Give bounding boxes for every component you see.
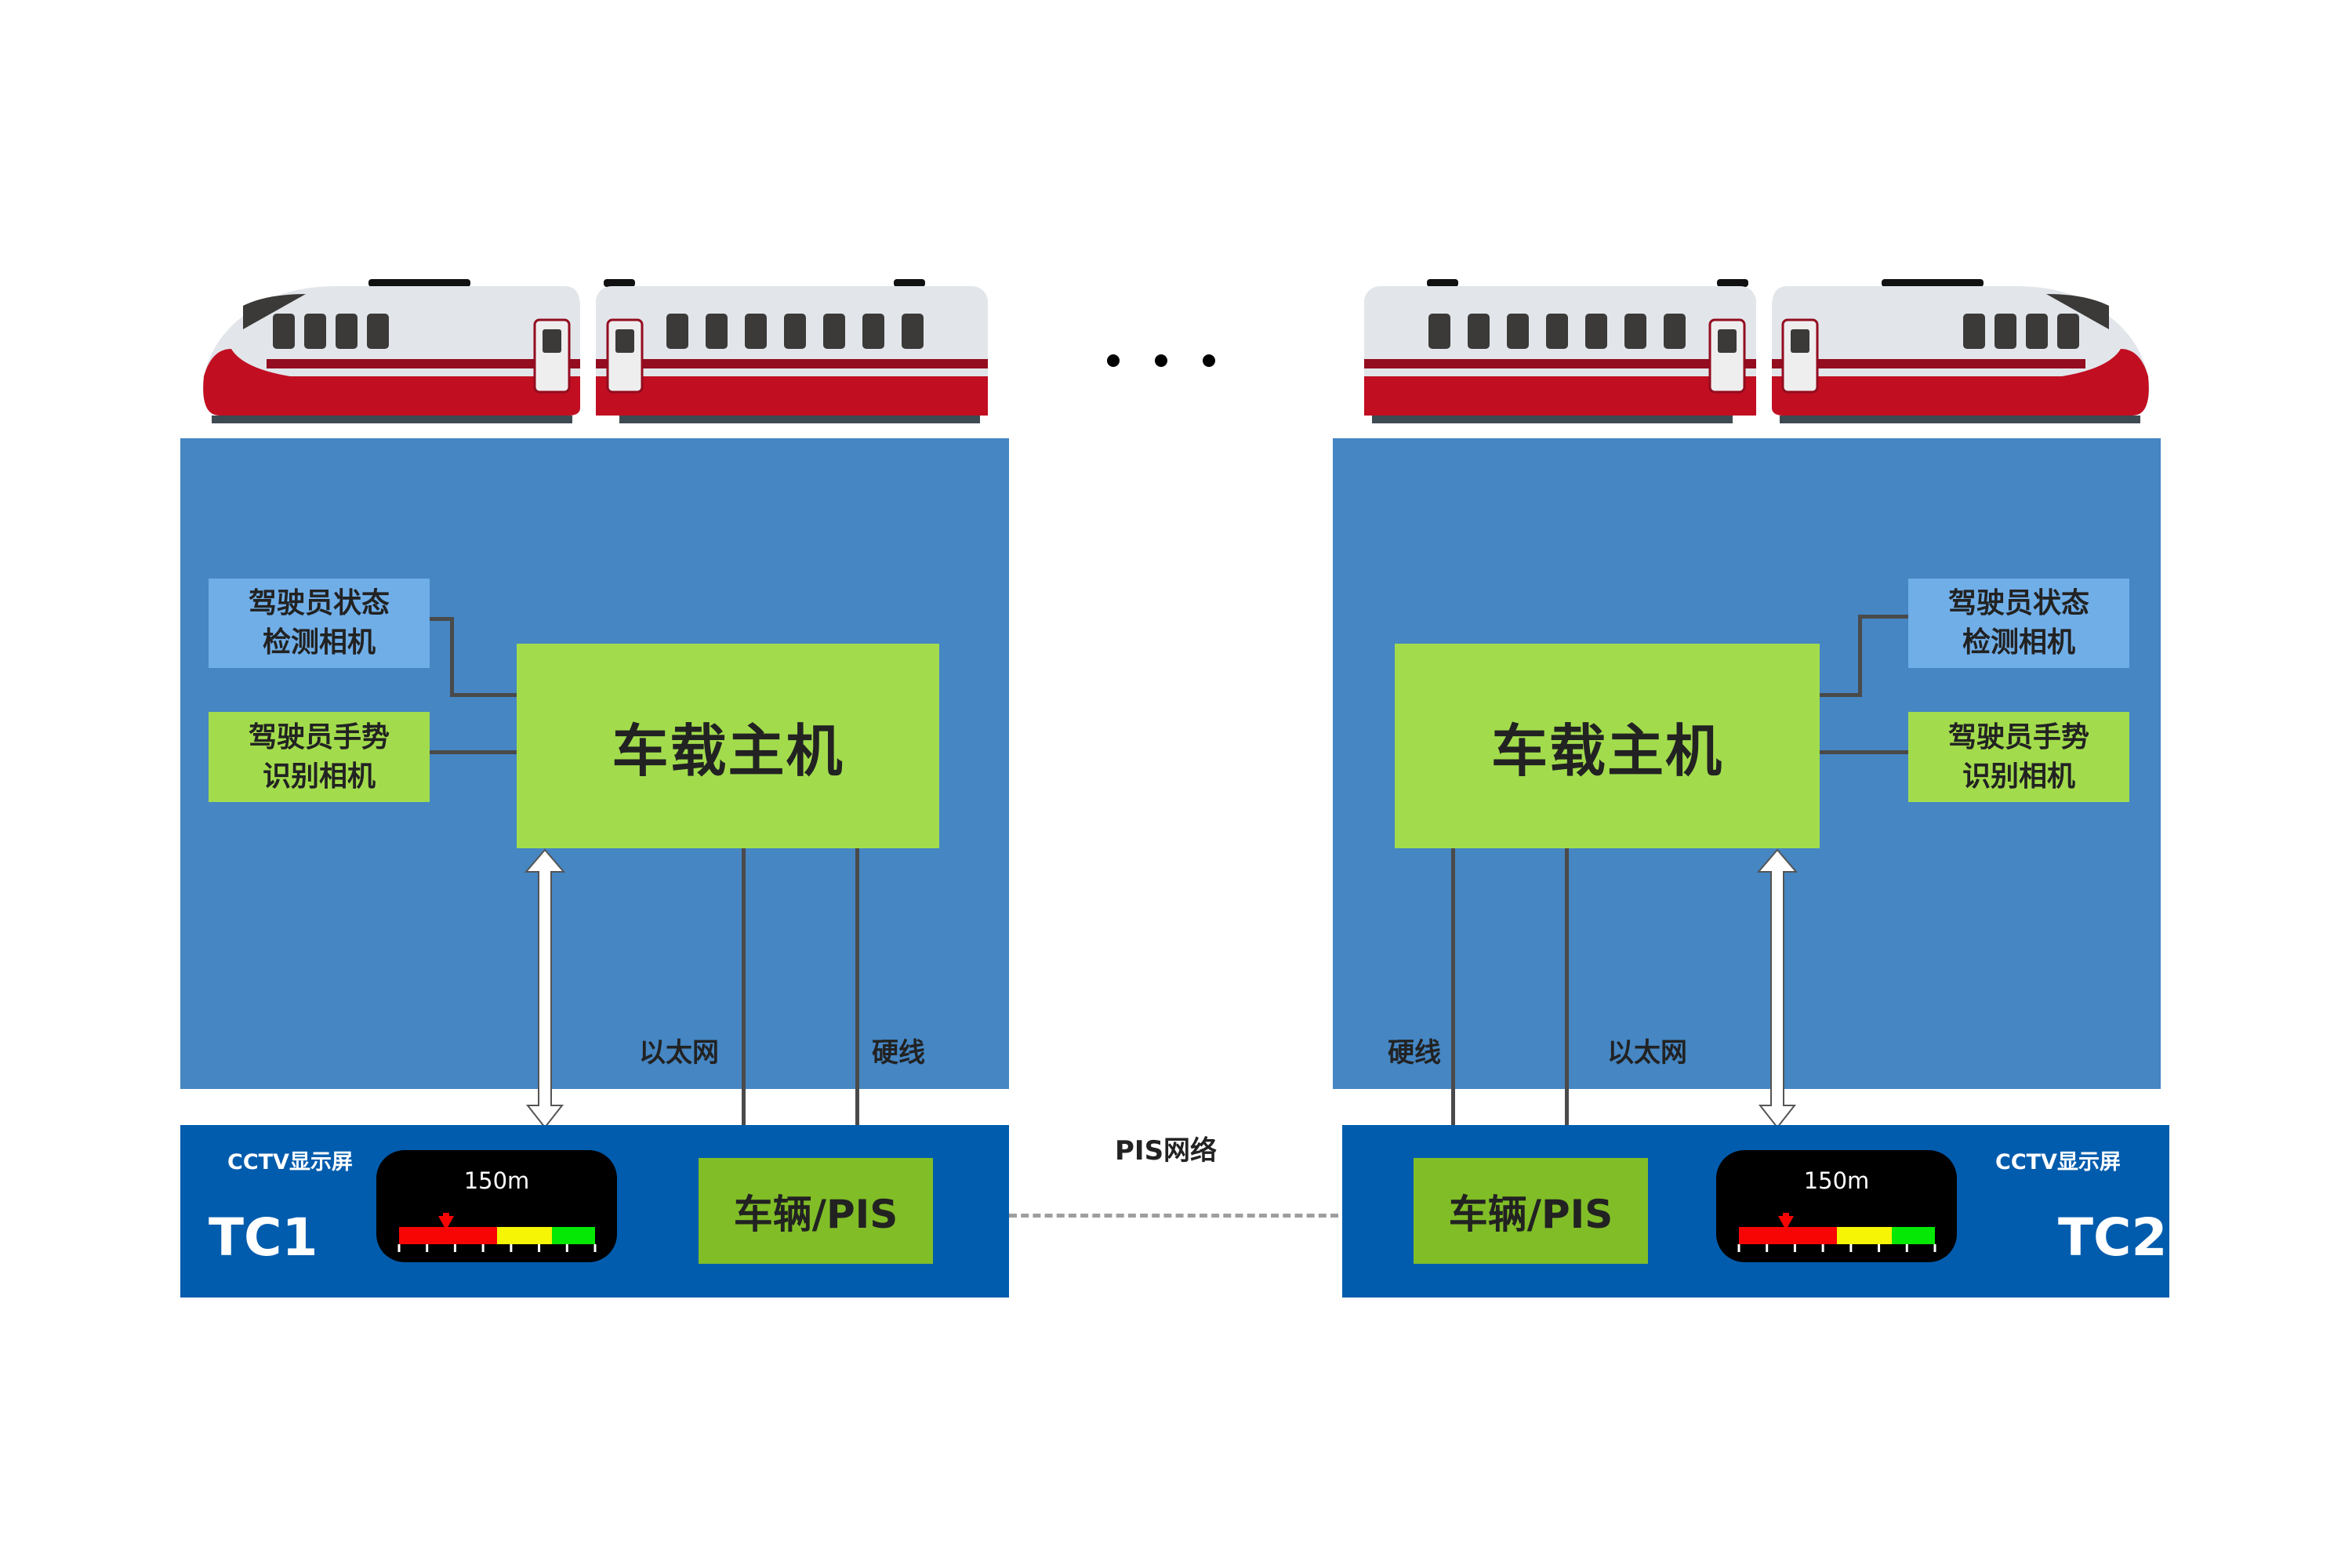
gauge-tick (1821, 1244, 1824, 1252)
distance-readout: 150m (463, 1167, 530, 1194)
right-gesture-camera: 驾驶员手势 识别相机 (1908, 712, 2129, 802)
right-bidirectional-arrow-icon (1756, 848, 1798, 1129)
gauge-segment-red (1739, 1227, 1837, 1244)
connector (430, 617, 452, 621)
left-ethernet-label: 以太网 (639, 1037, 719, 1069)
right-pis-box: 车辆/PIS (1414, 1158, 1648, 1264)
gauge-tick (1933, 1244, 1936, 1252)
left-train-icon (202, 279, 988, 423)
left-cctv-label: CCTV显示屏 (227, 1150, 353, 1174)
gauge-segment-green (552, 1227, 595, 1244)
distance-gauge (1737, 1213, 1936, 1252)
ellipsis (1107, 354, 1215, 367)
state-camera-line2: 检测相机 (262, 626, 376, 659)
gauge-marker-icon (1778, 1216, 1794, 1230)
ethernet-line (1565, 848, 1569, 1125)
gauge-tick (565, 1244, 568, 1252)
ethernet-line (742, 848, 746, 1125)
gauge-tick (481, 1244, 485, 1252)
left-state-camera: 驾驶员状态 检测相机 (209, 579, 430, 668)
state-camera-line1: 驾驶员状态 (248, 587, 390, 619)
gauge-segment-yellow (1837, 1227, 1892, 1244)
gesture-camera-line2: 识别相机 (262, 760, 376, 793)
ellipsis-dot (1203, 354, 1215, 367)
gauge-marker-icon (438, 1216, 454, 1230)
distance-readout: 150m (1803, 1167, 1870, 1194)
left-bidirectional-arrow-icon (524, 848, 566, 1129)
gauge-tick (538, 1244, 541, 1252)
left-gesture-camera: 驾驶员手势 识别相机 (209, 712, 430, 802)
gauge-tick (453, 1244, 456, 1252)
middle-car (596, 279, 988, 423)
ellipsis-dot (1155, 354, 1167, 367)
gauge-marker-stem (443, 1213, 449, 1218)
head-car (202, 279, 580, 423)
gesture-camera-line1: 驾驶员手势 (1947, 720, 2089, 753)
gauge-segment-yellow (497, 1227, 552, 1244)
gauge-tick (1793, 1244, 1796, 1252)
gauge-tick (510, 1244, 513, 1252)
right-train-icon (1364, 279, 2150, 423)
left-hardwire-label: 硬线 (872, 1037, 925, 1069)
pis-network-label: PIS网络 (1115, 1135, 1218, 1167)
ellipsis-dot (1107, 354, 1120, 367)
state-camera-line2: 检测相机 (1962, 626, 2075, 659)
right-ethernet-label: 以太网 (1607, 1037, 1687, 1069)
connector (1820, 693, 1860, 697)
gauge-tick (1737, 1244, 1740, 1252)
hardwire-line (1451, 848, 1455, 1125)
right-cctv-display: 150m (1716, 1150, 1957, 1262)
state-camera-line1: 驾驶员状态 (1947, 587, 2089, 619)
connector (1820, 750, 1908, 754)
gauge-tick (397, 1244, 401, 1252)
gesture-camera-line1: 驾驶员手势 (248, 720, 390, 753)
left-car-label: TC1 (209, 1207, 318, 1268)
connector (450, 693, 517, 697)
left-host: 车载主机 (517, 644, 939, 848)
connector (1858, 615, 1908, 619)
right-host: 车载主机 (1395, 644, 1820, 848)
gauge-tick (1849, 1244, 1853, 1252)
distance-gauge (397, 1213, 597, 1252)
connector (1858, 615, 1862, 697)
gauge-tick (1878, 1244, 1881, 1252)
gauge-segment-red (399, 1227, 497, 1244)
right-cctv-label: CCTV显示屏 (1995, 1150, 2121, 1174)
right-car-label: TC2 (2058, 1207, 2168, 1268)
gauge-tick (1905, 1244, 1908, 1252)
gauge-tick (426, 1244, 429, 1252)
right-state-camera: 驾驶员状态 检测相机 (1908, 579, 2129, 668)
connector (430, 750, 517, 754)
gauge-tick (593, 1244, 597, 1252)
gauge-segment-green (1892, 1227, 1935, 1244)
right-hardwire-label: 硬线 (1388, 1037, 1441, 1069)
hardwire-line (855, 848, 859, 1125)
gauge-tick (1766, 1244, 1769, 1252)
gauge-marker-stem (1783, 1213, 1789, 1218)
gesture-camera-line2: 识别相机 (1962, 760, 2075, 793)
connector (450, 617, 454, 695)
pis-network-link (1009, 1214, 1338, 1218)
left-pis-box: 车辆/PIS (699, 1158, 933, 1264)
left-cctv-display: 150m (376, 1150, 617, 1262)
